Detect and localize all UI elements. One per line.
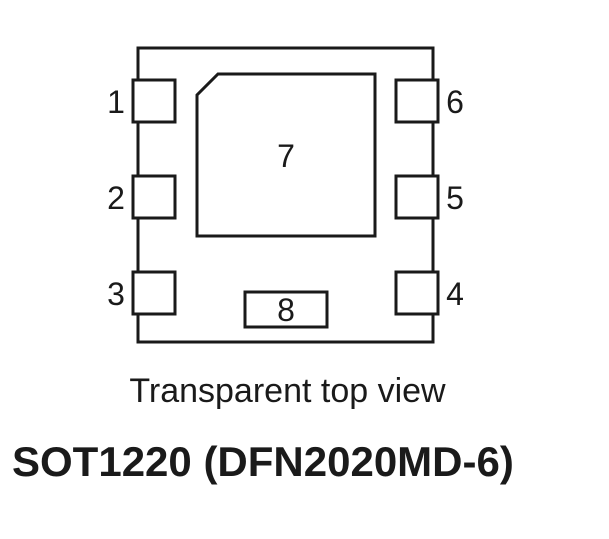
pad-8 — [243, 290, 329, 329]
pad-3 — [131, 270, 177, 316]
pad-5 — [394, 174, 440, 220]
pin-label-4: 4 — [446, 276, 464, 312]
pin-label-7: 7 — [277, 138, 295, 174]
package-title: SOT1220 (DFN2020MD-6) — [12, 438, 514, 485]
pin-label-1: 1 — [107, 84, 125, 120]
pin-label-3: 3 — [107, 276, 125, 312]
pad-6 — [394, 78, 440, 124]
pin-label-6: 6 — [446, 84, 464, 120]
pin-label-8: 8 — [277, 292, 295, 328]
view-label: Transparent top view — [129, 372, 446, 410]
pad-4 — [394, 270, 440, 316]
pad-1 — [131, 78, 177, 124]
pin-label-5: 5 — [446, 180, 464, 216]
pad-7 — [195, 72, 377, 238]
pad-2 — [131, 174, 177, 220]
pin-label-2: 2 — [107, 180, 125, 216]
